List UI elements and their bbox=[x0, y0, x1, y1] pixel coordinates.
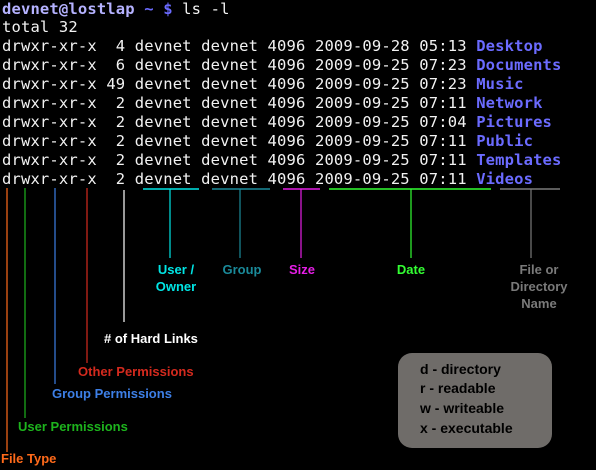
listing-row: drwxr-xr-x 49 devnet devnet 4096 2009-09… bbox=[2, 75, 524, 94]
time-field: 07:11 bbox=[419, 170, 467, 188]
permissions-field: drwxr-xr-x bbox=[2, 94, 97, 112]
size-field: 4096 bbox=[267, 37, 306, 55]
size-field: 4096 bbox=[267, 94, 306, 112]
permissions-field: drwxr-xr-x bbox=[2, 113, 97, 131]
hard-links-field: 2 bbox=[106, 151, 126, 169]
date-field: 2009-09-25 bbox=[314, 75, 410, 93]
group-field: devnet bbox=[201, 151, 259, 169]
file-or-directory-connector bbox=[500, 188, 560, 258]
size-field: 4096 bbox=[267, 170, 306, 188]
size-label: Size bbox=[288, 262, 315, 277]
group-field: devnet bbox=[201, 56, 259, 74]
listing-row: drwxr-xr-x 4 devnet devnet 4096 2009-09-… bbox=[2, 37, 543, 56]
prompt-path: ~ $ bbox=[144, 0, 173, 18]
hard-links-field: 49 bbox=[106, 75, 126, 93]
date-field: 2009-09-25 bbox=[314, 151, 410, 169]
group-label: Group bbox=[222, 262, 262, 277]
size-field: 4096 bbox=[267, 75, 306, 93]
listing-row: drwxr-xr-x 2 devnet devnet 4096 2009-09-… bbox=[2, 151, 562, 170]
group-field: devnet bbox=[201, 170, 259, 188]
user-permissions-label: User Permissions bbox=[18, 419, 128, 434]
legend-writeable: w - writeable bbox=[420, 400, 505, 416]
hard-links-field: 2 bbox=[106, 113, 126, 131]
owner-field: devnet bbox=[134, 132, 192, 150]
hard-links-label: # of Hard Links bbox=[104, 331, 198, 346]
owner-field: devnet bbox=[134, 113, 192, 131]
time-field: 07:04 bbox=[419, 113, 467, 131]
listing-row: drwxr-xr-x 2 devnet devnet 4096 2009-09-… bbox=[2, 170, 533, 189]
owner-field: devnet bbox=[134, 56, 192, 74]
owner-field: devnet bbox=[134, 94, 192, 112]
group-field: devnet bbox=[201, 132, 259, 150]
file-name[interactable]: Pictures bbox=[476, 113, 553, 131]
other-permissions-label: Other Permissions bbox=[78, 364, 194, 379]
file-name[interactable]: Desktop bbox=[476, 37, 543, 55]
time-field: 07:11 bbox=[419, 94, 467, 112]
hard-links-field: 2 bbox=[106, 132, 126, 150]
permissions-field: drwxr-xr-x bbox=[2, 56, 97, 74]
group-field: devnet bbox=[201, 94, 259, 112]
listing-row: drwxr-xr-x 2 devnet devnet 4096 2009-09-… bbox=[2, 132, 533, 151]
file-name[interactable]: Network bbox=[476, 94, 543, 112]
group-field: devnet bbox=[201, 75, 259, 93]
group-permissions-label: Group Permissions bbox=[52, 386, 172, 401]
file-or-directory-label: File or Directory Name bbox=[510, 262, 568, 311]
owner-field: devnet bbox=[134, 75, 192, 93]
size-field: 4096 bbox=[267, 56, 306, 74]
legend-executable: x - executable bbox=[420, 420, 513, 436]
user-owner-label: User / Owner bbox=[155, 262, 197, 294]
listing-row: drwxr-xr-x 6 devnet devnet 4096 2009-09-… bbox=[2, 56, 562, 75]
prompt-user-host: devnet@lostlap bbox=[2, 0, 135, 18]
date-label: Date bbox=[396, 262, 426, 277]
permissions-field: drwxr-xr-x bbox=[2, 37, 97, 55]
owner-field: devnet bbox=[134, 151, 192, 169]
date-field: 2009-09-25 bbox=[314, 170, 410, 188]
date-field: 2009-09-28 bbox=[314, 37, 410, 55]
owner-field: devnet bbox=[134, 170, 192, 188]
prompt-line: devnet@lostlap ~ $ ls -l bbox=[2, 0, 230, 19]
file-name[interactable]: Music bbox=[476, 75, 524, 93]
time-field: 05:13 bbox=[419, 37, 467, 55]
owner-field: devnet bbox=[134, 37, 192, 55]
command-text: ls -l bbox=[182, 0, 230, 18]
group-field: devnet bbox=[201, 113, 259, 131]
hard-links-field: 6 bbox=[106, 56, 126, 74]
permissions-field: drwxr-xr-x bbox=[2, 75, 97, 93]
user-owner-connector bbox=[143, 188, 199, 258]
hard-links-field: 2 bbox=[106, 94, 126, 112]
date-field: 2009-09-25 bbox=[314, 94, 410, 112]
legend-directory: d - directory bbox=[420, 361, 501, 377]
time-field: 07:11 bbox=[419, 151, 467, 169]
file-name[interactable]: Documents bbox=[476, 56, 562, 74]
total-line: total 32 bbox=[2, 18, 78, 36]
hard-links-field: 4 bbox=[106, 37, 126, 55]
file-name[interactable]: Videos bbox=[476, 170, 534, 188]
date-field: 2009-09-25 bbox=[314, 56, 410, 74]
listing-row: drwxr-xr-x 2 devnet devnet 4096 2009-09-… bbox=[2, 113, 552, 132]
permissions-field: drwxr-xr-x bbox=[2, 170, 97, 188]
time-field: 07:23 bbox=[419, 56, 467, 74]
size-field: 4096 bbox=[267, 113, 306, 131]
permissions-field: drwxr-xr-x bbox=[2, 151, 97, 169]
date-field: 2009-09-25 bbox=[314, 113, 410, 131]
size-field: 4096 bbox=[267, 132, 306, 150]
hard-links-field: 2 bbox=[106, 170, 126, 188]
permissions-field: drwxr-xr-x bbox=[2, 132, 97, 150]
file-type-label: File Type bbox=[1, 451, 57, 466]
group-connector bbox=[212, 188, 270, 258]
time-field: 07:11 bbox=[419, 132, 467, 150]
date-field: 2009-09-25 bbox=[314, 132, 410, 150]
date-connector bbox=[329, 188, 491, 258]
file-name[interactable]: Public bbox=[476, 132, 534, 150]
size-connector bbox=[283, 188, 320, 258]
size-field: 4096 bbox=[267, 151, 306, 169]
legend-readable: r - readable bbox=[420, 380, 496, 396]
group-field: devnet bbox=[201, 37, 259, 55]
time-field: 07:23 bbox=[419, 75, 467, 93]
listing-row: drwxr-xr-x 2 devnet devnet 4096 2009-09-… bbox=[2, 94, 543, 113]
permission-legend: d - directory r - readable w - writeable… bbox=[398, 353, 552, 448]
file-name[interactable]: Templates bbox=[476, 151, 562, 169]
